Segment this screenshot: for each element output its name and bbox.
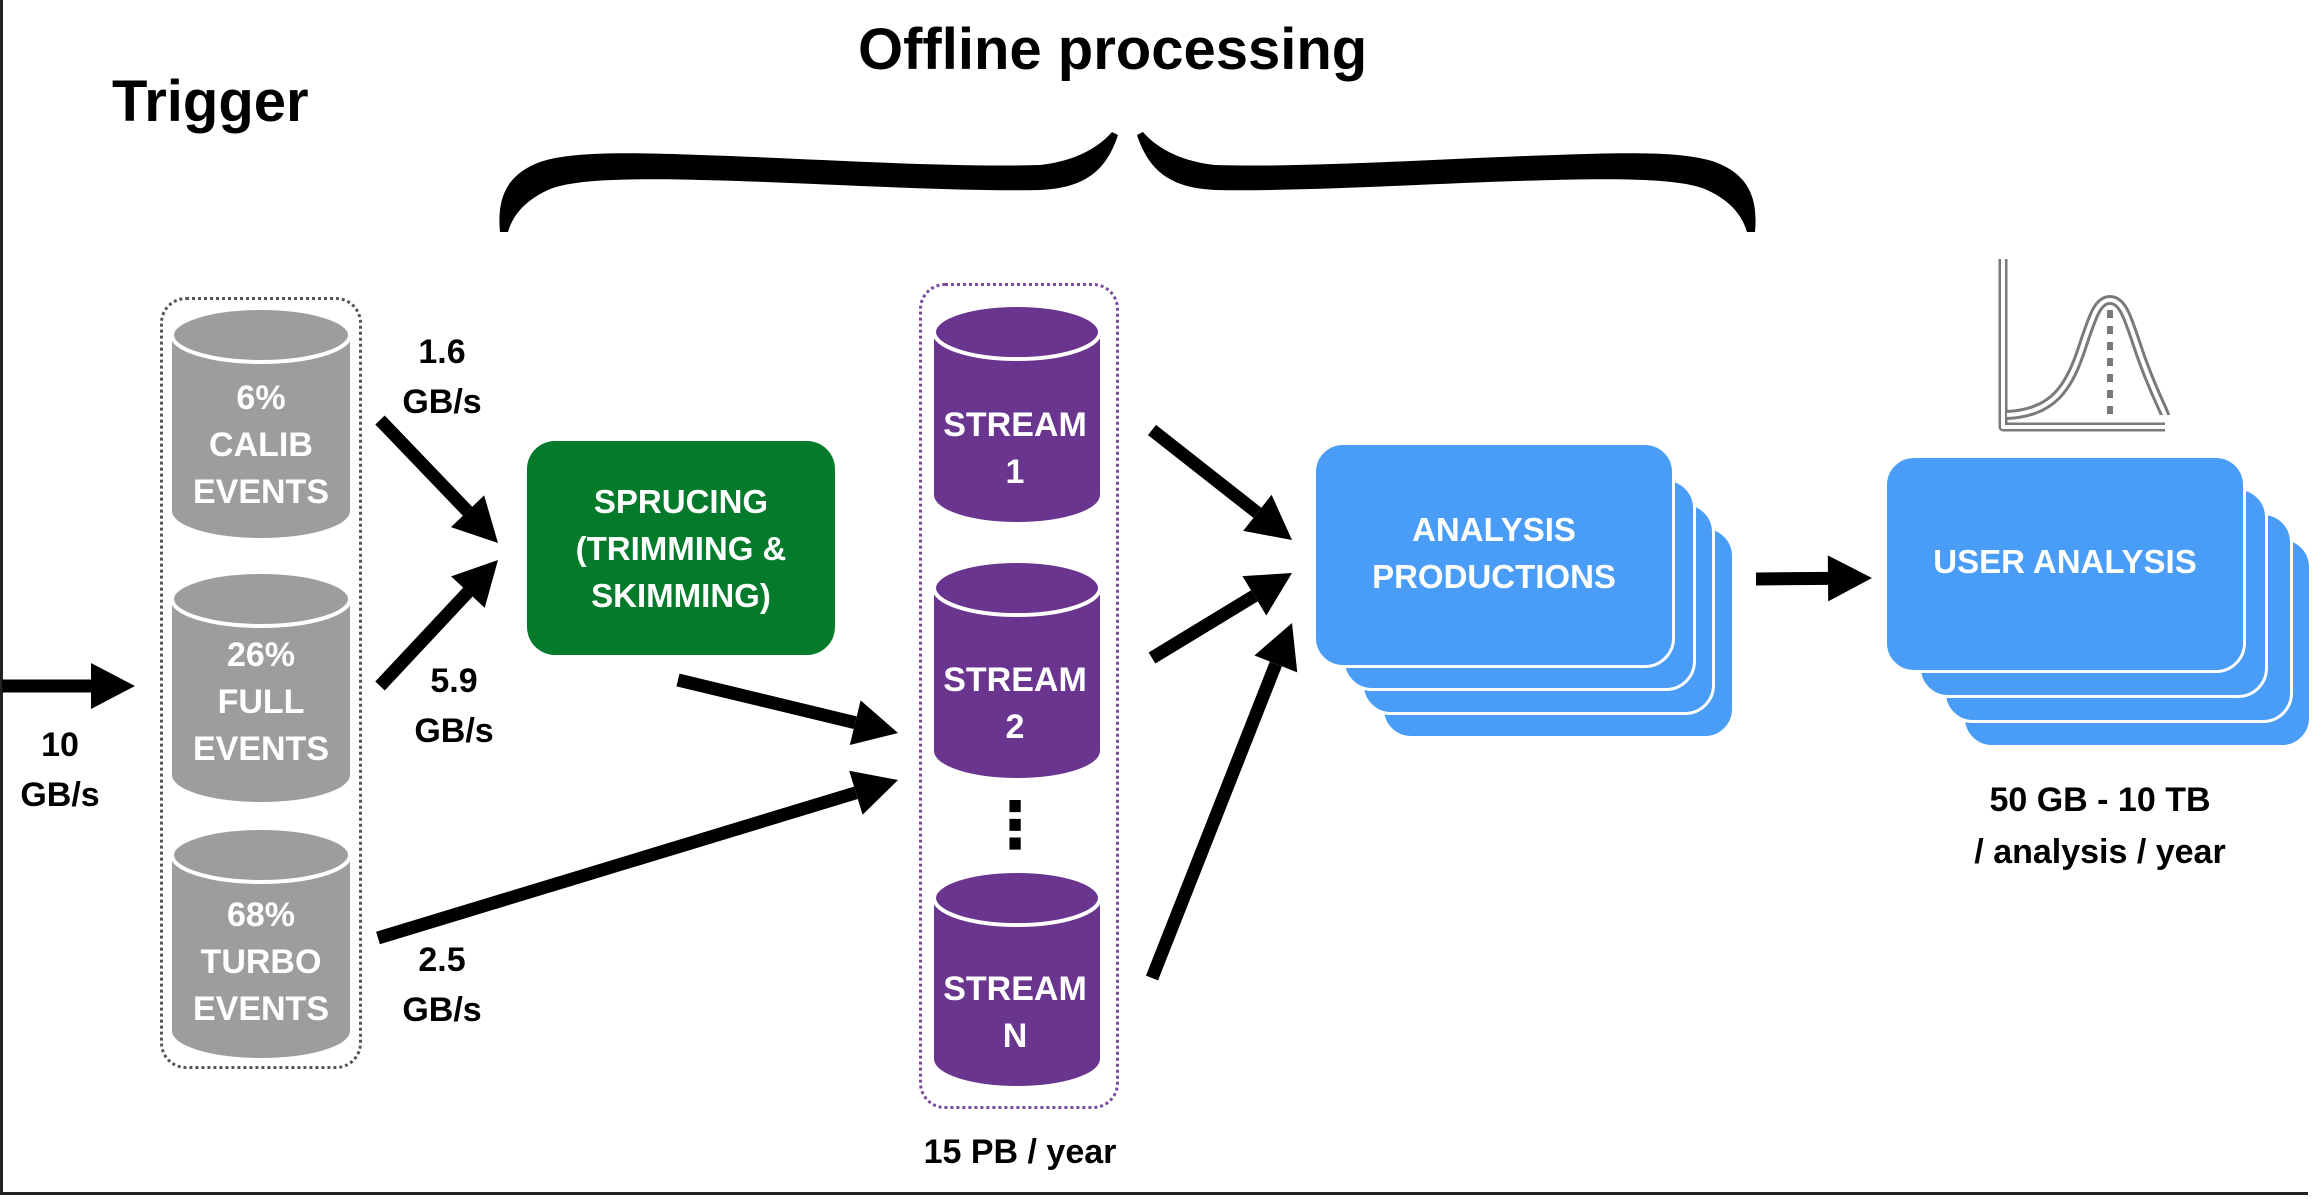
- curly-brace-icon: [499, 132, 1118, 232]
- user-analysis-volume-label: 50 GB - 10 TB / analysis / year: [1930, 774, 2270, 878]
- trigger-title: Trigger: [112, 69, 309, 134]
- cylinder-shape-stream-1: [932, 303, 1102, 522]
- rate-label-turbo: 2.5 GB/s: [392, 935, 492, 1035]
- sprucing-line: SKIMMING): [591, 576, 771, 614]
- arrow-full-to-sprucing: [375, 560, 498, 691]
- analysis-productions-box: [1313, 442, 1675, 668]
- rate-label-full: 5.9 GB/s: [404, 656, 504, 756]
- trigger-output-group: [160, 297, 362, 1069]
- user-analysis-label: USER ANALYSIS: [1933, 543, 2197, 580]
- rate-value: 10: [41, 726, 79, 764]
- stream-name: STREAM: [943, 970, 1087, 1008]
- label-line: ANALYSIS: [1412, 511, 1576, 548]
- cylinder-shape-stream-2: [932, 559, 1102, 778]
- user-analysis-box: [1884, 455, 2246, 673]
- stream-id: N: [1002, 1017, 1028, 1055]
- cylinder-name: FULL: [217, 683, 305, 721]
- rate-label-calib: 1.6 GB/s: [392, 327, 492, 427]
- volume-line: 50 GB - 10 TB: [1989, 781, 2211, 819]
- stream-id: 1: [1005, 453, 1025, 491]
- rate-unit: GB/s: [402, 383, 482, 421]
- cylinder-name: TURBO: [200, 943, 322, 981]
- streams-group: [919, 283, 1119, 1109]
- cylinder-percent: 26%: [226, 636, 296, 674]
- cylinder-percent: 68%: [226, 896, 296, 934]
- cylinder-shape-full: [170, 570, 352, 802]
- cylinder-shape-calib: [170, 306, 352, 538]
- offline-processing-title: Offline processing: [858, 17, 1368, 82]
- sprucing-line: SPRUCING: [593, 482, 769, 520]
- streams-volume-label: 15 PB / year: [923, 1133, 1117, 1171]
- cylinder-suffix: EVENTS: [192, 990, 330, 1028]
- cylinder-suffix: EVENTS: [192, 473, 330, 511]
- stream-name: STREAM: [943, 661, 1087, 699]
- arrow-turbo-to-streams: [376, 770, 898, 945]
- rate-unit: GB/s: [414, 712, 494, 750]
- sprucing-line: (TRIMMING &: [575, 529, 787, 567]
- streams-ellipsis: ⋮: [983, 789, 1047, 861]
- volume-line: / analysis / year: [1974, 833, 2226, 871]
- analysis-productions-label: ANALYSIS PRODUCTIONS: [1313, 506, 1675, 600]
- arrow-analysis-to-user: [1755, 555, 1872, 602]
- gaussian-plot-icon: [1998, 259, 2170, 432]
- input-rate-label: 10 GB/s: [10, 720, 110, 820]
- arrow-sprucing-to-streams: [676, 673, 898, 746]
- rate-value: 1.6: [418, 333, 466, 371]
- arrow-stream2-to-analysis: [1148, 573, 1292, 664]
- sprucing-box[interactable]: SPRUCING (TRIMMING & SKIMMING): [527, 441, 835, 655]
- cylinder-shape-turbo: [170, 826, 352, 1058]
- rate-value: 2.5: [418, 941, 466, 979]
- stream-name: STREAM: [943, 406, 1087, 444]
- stream-id: 2: [1005, 708, 1025, 746]
- rate-value: 5.9: [430, 662, 478, 700]
- rate-unit: GB/s: [20, 776, 100, 814]
- arrow-input: [2, 663, 135, 709]
- arrow-stream1-to-analysis: [1147, 424, 1292, 540]
- cylinder-suffix: EVENTS: [192, 730, 330, 768]
- arrow-calib-to-sprucing: [375, 415, 498, 543]
- cylinder-name: CALIB: [209, 426, 313, 464]
- cylinder-shape-stream-n: [932, 869, 1102, 1086]
- rate-unit: GB/s: [402, 991, 482, 1029]
- label-line: PRODUCTIONS: [1372, 558, 1616, 595]
- cylinder-percent: 6%: [236, 379, 286, 417]
- arrow-streamn-to-analysis: [1145, 623, 1298, 981]
